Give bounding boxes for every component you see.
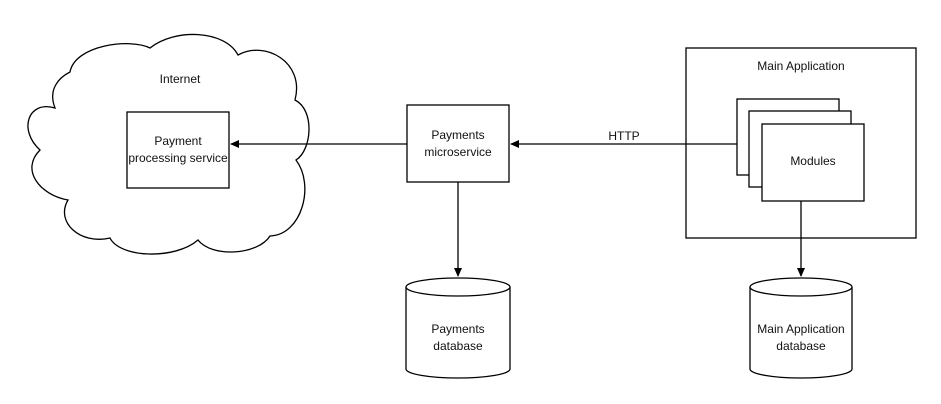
payments-database-cylinder — [405, 277, 511, 379]
main-application-database-label: Main Application database — [757, 322, 845, 353]
http-label: HTTP — [608, 129, 640, 143]
main-application-label: Main Application — [757, 59, 845, 73]
internet-label: Internet — [159, 72, 201, 86]
main-application-database-cylinder — [749, 277, 853, 379]
payment-processing-service-box — [126, 111, 230, 189]
payment-processing-service-label: Payment processing service — [128, 134, 228, 165]
payments-microservice-label: Payments microservice — [424, 128, 492, 159]
payments-database-label: Payments database — [431, 322, 485, 353]
modules-box-front — [761, 123, 865, 202]
modules-label: Modules — [790, 154, 836, 168]
